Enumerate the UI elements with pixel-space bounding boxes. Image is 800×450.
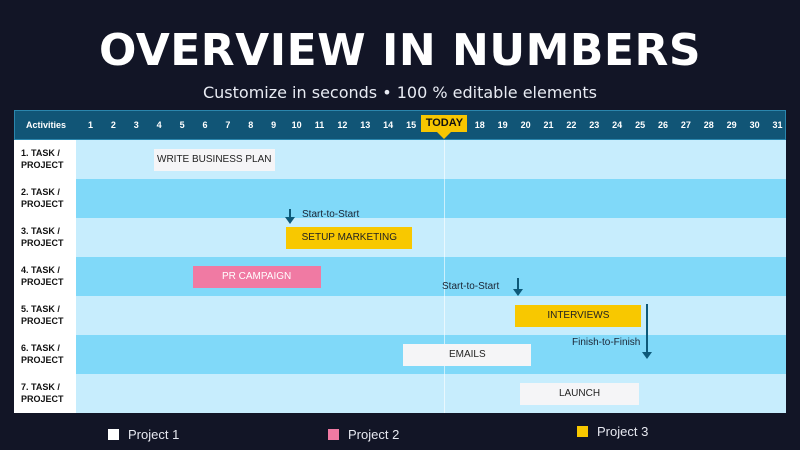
row-label-line-1: 5. TASK / [21,304,60,314]
day-label: 9 [271,120,277,130]
task-bar[interactable]: WRITE BUSINESS PLAN [153,149,275,171]
dependency-label-2: Start-to-Start [442,281,500,292]
row-label-line-2: PROJECT [21,394,64,404]
day-label: 5 [179,120,185,130]
day-label: 20 [520,120,531,130]
dependency-arrow-1 [285,209,295,224]
row-label-line-1: 3. TASK / [21,226,60,236]
row-label-line-1: 4. TASK / [21,265,60,275]
dependency-arrow-3 [642,304,652,359]
today-line [444,140,446,413]
row-label: 5. TASK / PROJECT [14,296,76,335]
day-label: 19 [497,120,508,130]
row-label-line-2: PROJECT [21,355,64,365]
day-label: 7 [225,120,231,130]
day-label: 8 [248,120,254,130]
day-label: 3 [133,120,139,130]
row-label-text: 5. TASK / PROJECT [21,303,73,327]
row-label: 7. TASK / PROJECT [14,374,76,413]
day-label: 28 [703,120,714,130]
day-label: 18 [474,120,485,130]
legend-swatch-project-1 [108,429,119,440]
gantt-row: 6. TASK / PROJECT [14,335,786,374]
page-subtitle: Customize in seconds • 100 % editable el… [202,83,598,102]
legend-label-project-2: Project 2 [348,427,400,442]
gantt-row: 1. TASK / PROJECT [14,140,786,179]
gantt-row: 5. TASK / PROJECT [14,296,786,335]
day-label: 26 [657,120,668,130]
day-label: 1 [87,120,93,130]
day-label: 2 [110,120,116,130]
row-label-line-1: 6. TASK / [21,343,60,353]
legend-label-project-3: Project 3 [597,424,649,439]
day-label: 22 [566,120,577,130]
day-label: 6 [202,120,208,130]
row-label-text: 6. TASK / PROJECT [21,342,73,366]
day-label: 11 [314,120,325,130]
row-label-text: 2. TASK / PROJECT [21,186,73,210]
row-label-line-1: 2. TASK / [21,187,60,197]
day-label: 12 [337,120,348,130]
task-bar[interactable]: PR CAMPAIGN [192,266,321,288]
activities-header: Activities [25,120,67,130]
day-label: 14 [383,120,394,130]
row-label-line-1: 1. TASK / [21,148,60,158]
page-title: OVERVIEW IN NUMBERS [98,25,702,76]
day-label: 15 [406,120,417,130]
gantt-header: Activities 12345678910111213141516171819… [14,110,786,140]
row-label-text: 1. TASK / PROJECT [21,147,73,171]
task-bar[interactable]: LAUNCH [519,383,640,405]
day-label: 30 [749,120,760,130]
day-label: 29 [726,120,737,130]
day-label: 13 [360,120,371,130]
day-label: 27 [680,120,691,130]
legend-swatch-project-3 [577,426,588,437]
gantt-row: 2. TASK / PROJECT [14,179,786,218]
today-badge: TODAY [421,115,468,139]
day-label: 31 [772,120,783,130]
day-label: 21 [543,120,554,130]
row-label-line-2: PROJECT [21,316,64,326]
dependency-label-3: Finish-to-Finish [572,337,641,348]
gantt-row: 4. TASK / PROJECT [14,257,786,296]
task-bar[interactable]: SETUP MARKETING [286,227,413,249]
task-bar[interactable]: INTERVIEWS [515,305,642,327]
day-label: 25 [635,120,646,130]
day-label: 24 [612,120,623,130]
row-label-text: 3. TASK / PROJECT [21,225,73,249]
row-label-text: 4. TASK / PROJECT [21,264,73,288]
row-label-text: 7. TASK / PROJECT [21,381,73,405]
row-label: 4. TASK / PROJECT [14,257,76,296]
day-label: 23 [589,120,600,130]
row-label-line-1: 7. TASK / [21,382,60,392]
dependency-arrow-2 [513,278,523,296]
row-label: 1. TASK / PROJECT [14,140,76,179]
gantt-row: 7. TASK / PROJECT [14,374,786,413]
row-label-line-2: PROJECT [21,160,64,170]
row-label: 3. TASK / PROJECT [14,218,76,257]
gantt-chart: Activities 12345678910111213141516171819… [14,110,786,413]
legend-label-project-1: Project 1 [128,427,180,442]
row-label-line-2: PROJECT [21,199,64,209]
task-bar[interactable]: EMAILS [403,344,532,366]
day-label: 10 [291,120,302,130]
row-label-line-2: PROJECT [21,277,64,287]
legend-swatch-project-2 [328,429,339,440]
row-label: 6. TASK / PROJECT [14,335,76,374]
dependency-label-1: Start-to-Start [302,209,360,220]
row-label: 2. TASK / PROJECT [14,179,76,218]
row-label-line-2: PROJECT [21,238,64,248]
day-label: 4 [156,120,162,130]
